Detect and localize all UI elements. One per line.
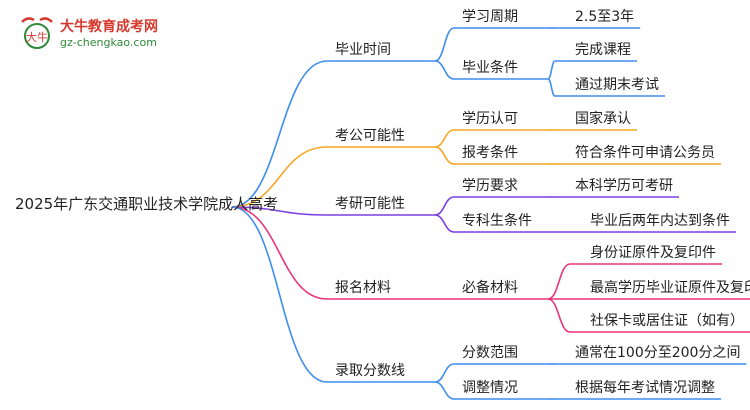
leaf-node[interactable]: 社保卡或居住证（如有） <box>590 313 744 329</box>
leaf-node[interactable]: 2.5至3年 <box>575 9 635 25</box>
child-leaf-link <box>547 78 556 97</box>
leaf-node[interactable]: 通常在100分至200分之间 <box>575 345 741 361</box>
logo-url: gz-chengkao.com <box>60 36 157 49</box>
leaf-node[interactable]: 通过期末考试 <box>575 77 659 93</box>
child-node[interactable]: 报考条件 <box>462 145 518 161</box>
branch-node[interactable]: 报名材料 <box>335 280 391 296</box>
child-node[interactable]: 分数范围 <box>462 345 518 361</box>
child-node[interactable]: 必备材料 <box>462 280 518 296</box>
child-node[interactable]: 学历要求 <box>462 178 518 194</box>
leaf-node[interactable]: 完成课程 <box>575 42 631 58</box>
branch-node[interactable]: 毕业时间 <box>335 42 391 58</box>
child-leaf-link <box>547 60 556 80</box>
root-branch-link <box>231 206 328 216</box>
bull-logo-icon: 大牛 <box>21 17 53 49</box>
leaf-node[interactable]: 最高学历毕业证原件及复印件 <box>590 280 750 296</box>
leaf-node[interactable]: 根据每年考试情况调整 <box>575 380 715 396</box>
branch-child-link <box>434 196 455 216</box>
branch-child-link <box>434 27 455 62</box>
leaf-node[interactable]: 符合条件可申请公务员 <box>575 145 715 161</box>
branch-child-link <box>434 214 455 233</box>
branch-node[interactable]: 考研可能性 <box>335 196 405 212</box>
leaf-node[interactable]: 毕业后两年内达到条件 <box>590 213 730 229</box>
root-branch-link <box>231 60 328 208</box>
root-branch-link <box>231 146 328 208</box>
logo-title: 大牛教育成考网 <box>60 19 158 35</box>
branch-child-link <box>434 60 455 80</box>
leaf-node[interactable]: 身份证原件及复印件 <box>590 245 716 261</box>
child-node[interactable]: 学历认可 <box>462 111 518 127</box>
child-leaf-link <box>547 298 571 333</box>
root-branch-link <box>231 206 328 300</box>
child-leaf-link <box>547 263 571 300</box>
site-logo[interactable]: 大牛 大牛教育成考网 gz-chengkao.com <box>18 14 198 54</box>
branch-child-link <box>434 129 455 148</box>
branch-node[interactable]: 录取分数线 <box>335 363 405 379</box>
child-node[interactable]: 调整情况 <box>462 380 518 396</box>
root-node[interactable]: 2025年广东交通职业技术学院成人高考 <box>15 195 279 213</box>
branch-node[interactable]: 考公可能性 <box>335 128 405 144</box>
child-node[interactable]: 学习周期 <box>462 9 518 25</box>
root-branch-link <box>231 206 328 383</box>
branch-child-link <box>434 146 455 165</box>
logo-emblem-text: 大牛 <box>26 30 48 44</box>
child-node[interactable]: 专科生条件 <box>462 213 532 229</box>
child-node[interactable]: 毕业条件 <box>462 60 518 76</box>
leaf-node[interactable]: 国家承认 <box>575 111 631 127</box>
branch-child-link <box>434 363 455 383</box>
branch-child-link <box>434 381 455 400</box>
leaf-node[interactable]: 本科学历可考研 <box>575 178 673 194</box>
